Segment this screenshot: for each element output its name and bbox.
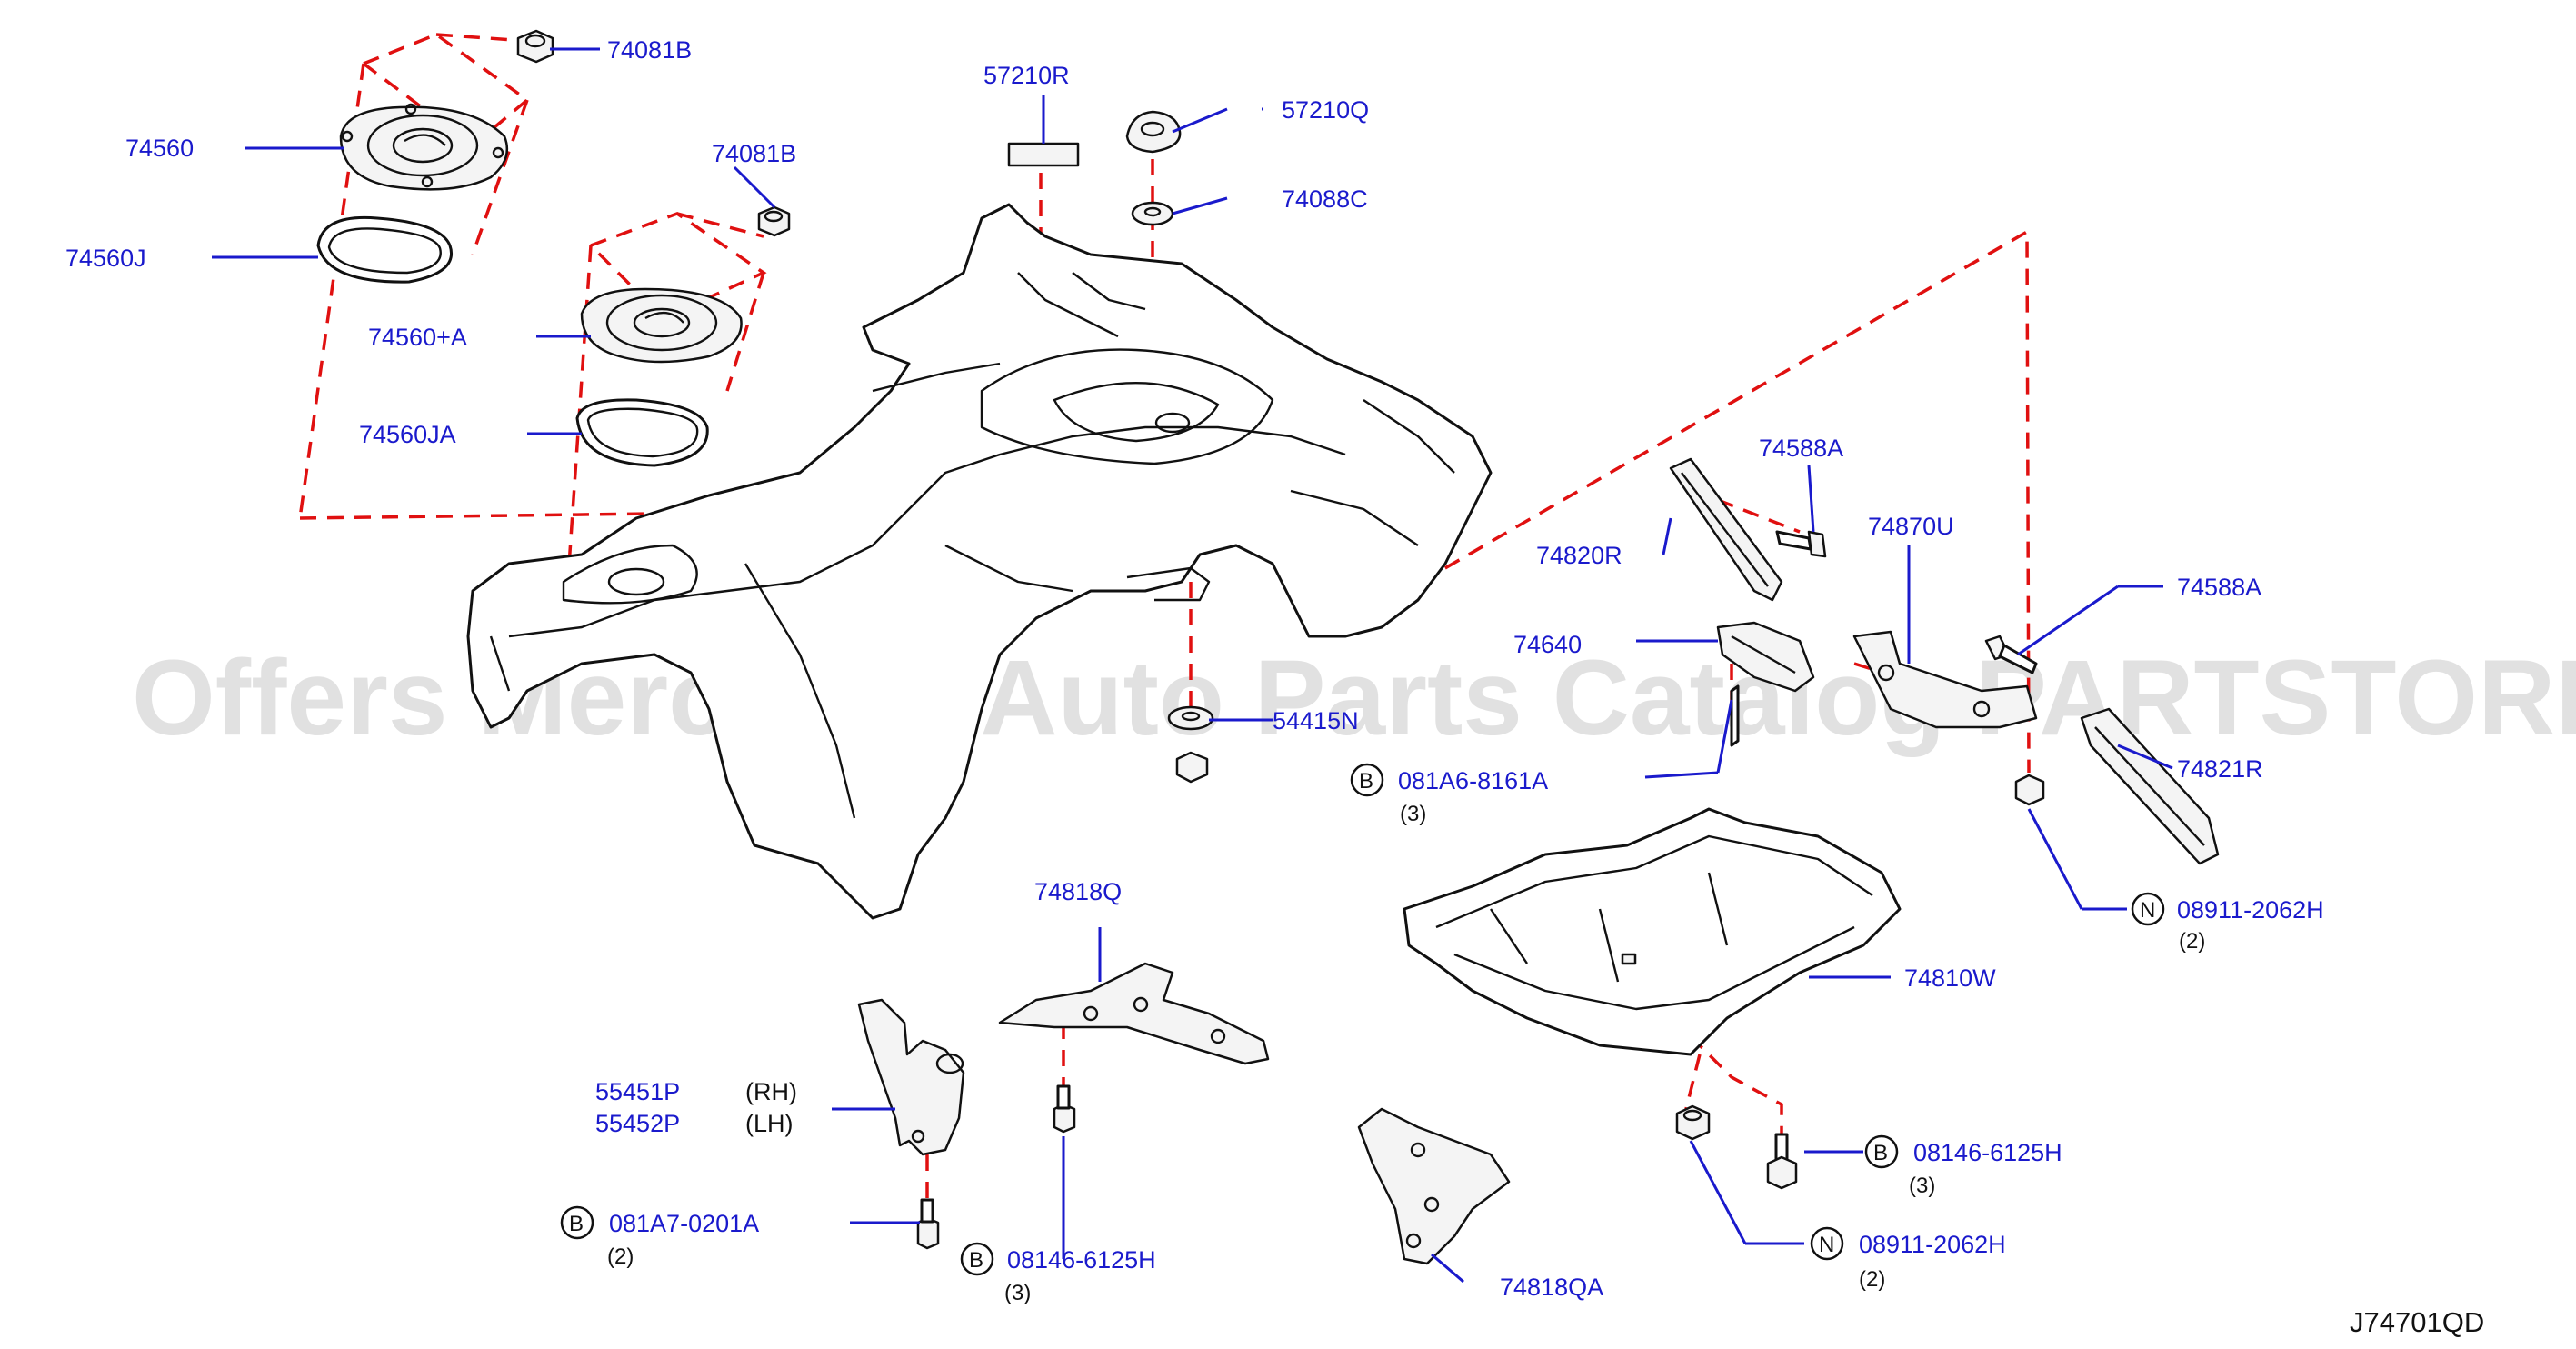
label-74560A[interactable]: 74560+A — [368, 324, 467, 351]
bolt-081A7-icon — [916, 1198, 940, 1250]
label-74820R[interactable]: 74820R — [1536, 542, 1622, 569]
qty-08146-6125H-mid: (3) — [1004, 1281, 1031, 1305]
bracket-55451P-icon — [857, 998, 965, 1156]
svg-text:N: N — [2140, 898, 2155, 923]
svg-text:B: B — [1873, 1141, 1888, 1165]
bolt-08146-mid-icon — [1053, 1084, 1076, 1134]
nut-symbol-08911-bottom: N — [1810, 1226, 1844, 1261]
label-74560J[interactable]: 74560J — [65, 245, 146, 272]
label-54415N[interactable]: 54415N — [1273, 707, 1359, 734]
svg-text:N: N — [1819, 1233, 1834, 1257]
qty-08911-2062H-top: (2) — [2179, 929, 2205, 954]
bracket-74820R-icon — [1669, 457, 1783, 602]
label-74640[interactable]: 74640 — [1513, 631, 1582, 658]
label-55451P[interactable]: 55451P — [595, 1078, 680, 1105]
bolt-08146-right-icon — [1766, 1133, 1798, 1190]
bracket-74870U-icon — [1852, 630, 2038, 729]
qty-081A6-8161A: (3) — [1400, 802, 1426, 826]
bolt-74588A-right-icon — [1984, 635, 2038, 674]
bracket-74640-icon — [1716, 621, 1815, 747]
svg-text:B: B — [969, 1248, 983, 1273]
bolt-symbol-081A7: B — [560, 1205, 594, 1240]
svg-text:B: B — [1359, 769, 1373, 794]
label-74088C[interactable]: 74088C — [1282, 185, 1368, 213]
nut-symbol-08911-top: N — [2131, 892, 2165, 926]
bracket-74818QA-icon — [1357, 1107, 1511, 1265]
mount-54415N-icon — [1167, 705, 1214, 784]
speaker-74560-icon — [339, 103, 509, 191]
bracket-74818Q-icon — [998, 962, 1270, 1065]
label-74081B-mid[interactable]: 74081B — [712, 140, 796, 167]
label-74081B-top[interactable]: 74081B — [607, 36, 692, 64]
label-08146-6125H-right[interactable]: 08146-6125H — [1913, 1139, 2062, 1166]
speaker-74560A-icon — [580, 287, 743, 364]
label-08911-2062H-bottom[interactable]: 08911-2062H — [1859, 1231, 2006, 1258]
bolt-symbol-08146-right: B — [1864, 1134, 1899, 1169]
svg-text:B: B — [569, 1212, 584, 1236]
nut-08911-top-icon — [2014, 774, 2045, 806]
label-08146-6125H-mid[interactable]: 08146-6125H — [1007, 1246, 1156, 1274]
bracket-74821R-icon — [2080, 707, 2220, 865]
label-74821R[interactable]: 74821R — [2177, 755, 2263, 783]
label-08911-2062H-top[interactable]: 08911-2062H — [2177, 896, 2324, 924]
nut-08911-bottom-icon — [1675, 1104, 1711, 1141]
label-rh: (RH) — [745, 1078, 797, 1105]
qty-081A7-0201A: (2) — [607, 1244, 634, 1269]
gasket-74560J-icon — [316, 215, 453, 284]
diagram-code: J74701QD — [2350, 1306, 2484, 1338]
leader-lines — [212, 47, 2173, 1284]
gasket-74560JA-icon — [575, 398, 709, 467]
label-081A6-8161A[interactable]: 081A6-8161A — [1398, 767, 1548, 794]
washer-74088C-icon — [1131, 201, 1174, 226]
label-74810W[interactable]: 74810W — [1904, 964, 1996, 992]
nut-74081B-mid-icon — [757, 205, 791, 237]
label-74818QA[interactable]: 74818QA — [1500, 1274, 1603, 1301]
label-081A7-0201A[interactable]: 081A7-0201A — [609, 1210, 759, 1237]
grommet-57210Q-icon — [1125, 110, 1182, 154]
bolt-symbol-081A6: B — [1350, 763, 1384, 797]
label-74560JA[interactable]: 74560JA — [359, 421, 456, 448]
pad-57210R-icon — [1007, 142, 1080, 167]
label-57210R[interactable]: 57210R — [983, 62, 1070, 89]
label-55452P[interactable]: 55452P — [595, 1110, 680, 1137]
label-74870U[interactable]: 74870U — [1868, 513, 1954, 540]
label-74560[interactable]: 74560 — [125, 135, 194, 162]
label-lh: (LH) — [745, 1110, 794, 1137]
undercover-74810W-icon — [1403, 807, 1902, 1056]
label-74588A-top[interactable]: 74588A — [1759, 435, 1843, 462]
label-74818Q[interactable]: 74818Q — [1034, 878, 1122, 905]
qty-08146-6125H-right: (3) — [1909, 1174, 1935, 1198]
floor-pan-body-icon — [466, 203, 1493, 920]
bolt-symbol-08146-mid: B — [960, 1242, 994, 1276]
nut-74081B-top-icon — [516, 29, 554, 64]
bolt-74588A-top-icon — [1775, 530, 1827, 558]
qty-08911-2062H-bottom: (2) — [1859, 1267, 1885, 1292]
label-74588A-right[interactable]: 74588A — [2177, 574, 2261, 601]
label-57210Q[interactable]: 57210Q — [1282, 96, 1369, 124]
